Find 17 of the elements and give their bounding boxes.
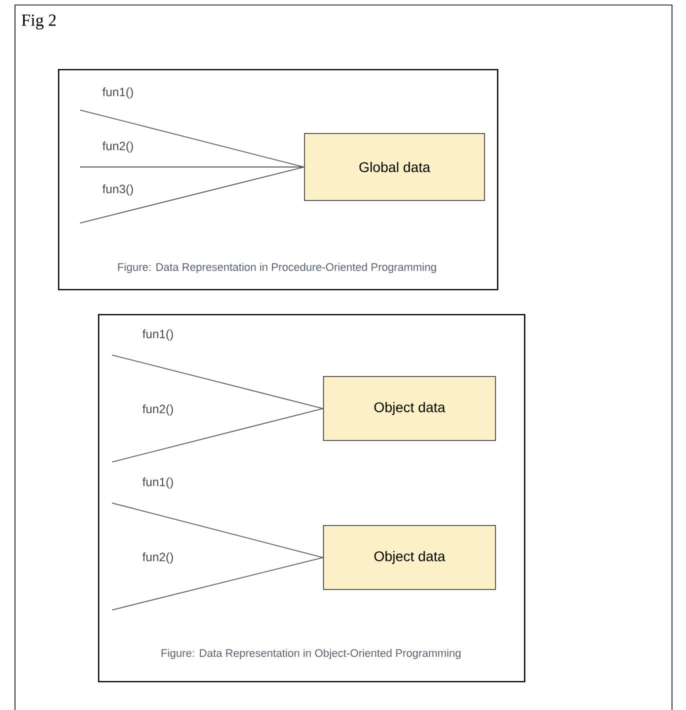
edge-label: fun2() bbox=[141, 551, 175, 565]
edge-label: fun3() bbox=[101, 183, 135, 197]
edge-label: fun1() bbox=[141, 328, 175, 342]
data-box: Object data bbox=[323, 376, 496, 441]
connector-line bbox=[112, 354, 324, 409]
connector-line bbox=[80, 166, 304, 168]
edge-label: fun2() bbox=[101, 140, 135, 154]
connector-line bbox=[80, 110, 304, 168]
data-box: Object data bbox=[323, 525, 496, 590]
connector-line bbox=[112, 557, 324, 610]
edge-label: fun1() bbox=[101, 86, 135, 100]
data-box: Global data bbox=[304, 133, 485, 201]
connector-line bbox=[112, 502, 324, 558]
edge-label: fun2() bbox=[141, 403, 175, 417]
edge-label: fun1() bbox=[141, 476, 175, 490]
connector-line bbox=[80, 166, 304, 224]
connector-line bbox=[112, 408, 324, 462]
